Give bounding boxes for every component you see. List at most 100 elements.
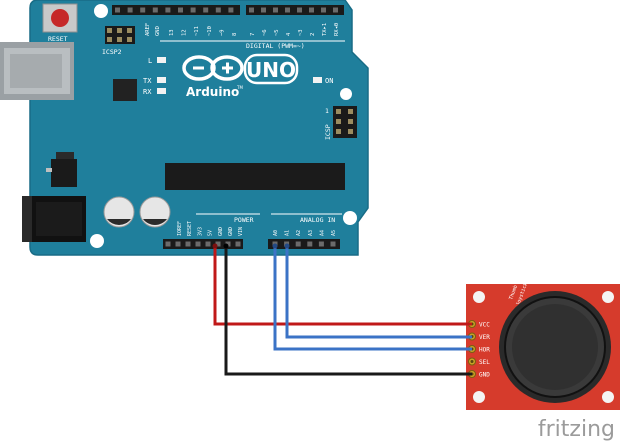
- header-pin: [205, 241, 211, 247]
- mounting-hole: [340, 88, 352, 100]
- capacitor: [103, 196, 135, 228]
- digital-pin-label: 12: [182, 29, 188, 36]
- header-pin: [140, 7, 146, 13]
- digital-header-left: [112, 5, 240, 15]
- header-pin: [295, 241, 301, 247]
- icsp2-header: [105, 26, 135, 44]
- header-pin: [115, 7, 120, 13]
- led-tx: [157, 77, 166, 83]
- digital-pin-label: ~10: [207, 26, 213, 36]
- fritzing-watermark: fritzing: [538, 417, 615, 441]
- header-pin: [321, 7, 326, 13]
- header-pin: [178, 7, 183, 13]
- mounting-hole: [90, 234, 104, 248]
- power-pin-label: 5V: [208, 230, 214, 236]
- led-l-label: L: [148, 57, 152, 65]
- joystick-pin-label: VCC: [479, 322, 490, 329]
- digital-pin-label: 8: [232, 33, 238, 36]
- header-pin: [185, 241, 191, 247]
- header-pin: [261, 7, 266, 13]
- header-pin: [318, 241, 324, 247]
- header-pin: [195, 241, 201, 247]
- power-pin-label: 3V3: [197, 227, 203, 236]
- led-rx: [157, 88, 166, 94]
- digital-pin-label: ~11: [194, 26, 200, 36]
- power-jack: [22, 196, 86, 242]
- header-pin: [273, 7, 278, 13]
- digital-label: DIGITAL (PWM=~): [246, 42, 305, 50]
- header-pin: [215, 7, 221, 13]
- header-pin: [175, 241, 181, 247]
- usb-connector: [0, 42, 74, 100]
- header-pin: [309, 7, 314, 13]
- digital-pin-label: RX◂0: [334, 23, 340, 36]
- wire-a1-to-ver: [285, 246, 472, 339]
- joystick-pin-label: GND: [479, 372, 490, 379]
- mounting-hole: [473, 291, 485, 303]
- digital-pin-label: ~3: [298, 29, 304, 36]
- analog-pin-label: A4: [319, 230, 325, 236]
- icsp-pin1-label: 1: [325, 107, 329, 115]
- led-tx-label: TX: [143, 77, 152, 85]
- atmega-chip: [165, 163, 345, 190]
- digital-pin-label: TX▸1: [322, 23, 328, 36]
- mounting-hole: [602, 291, 614, 303]
- capacitor: [139, 196, 171, 228]
- arduino-logo: [182, 53, 299, 85]
- icsp-header: [333, 106, 357, 138]
- analog-pin-label: A0: [273, 230, 279, 236]
- joystick-pin-label: VER: [479, 334, 490, 341]
- analog-pin-label: A2: [296, 230, 302, 236]
- power-pin-label: IOREF: [177, 221, 183, 236]
- joystick-pin-hole: [470, 360, 474, 363]
- led-l: [157, 57, 166, 63]
- header-pin: [307, 241, 313, 247]
- mounting-hole: [94, 4, 108, 18]
- analog-label: ANALOG IN: [300, 216, 335, 224]
- wire-a0-to-hor: [273, 246, 472, 351]
- power-pin-label: GND: [218, 227, 224, 236]
- header-pin: [228, 7, 234, 13]
- header-pin: [215, 241, 221, 247]
- digital-pin-label: ~5: [274, 29, 280, 36]
- header-pin: [333, 7, 338, 13]
- header-pin: [165, 241, 171, 247]
- voltage-regulator: [46, 152, 77, 187]
- wire-gnd-to-gnd: [224, 246, 472, 376]
- header-pin: [249, 7, 254, 13]
- digital-pin-label: 13: [169, 29, 175, 36]
- power-label: POWER: [234, 216, 254, 224]
- header-pin: [152, 7, 158, 13]
- analog-pin-label: A3: [308, 230, 314, 236]
- uno-label: UNO: [246, 58, 296, 82]
- reset-button[interactable]: [42, 3, 78, 33]
- tm-label: TM: [236, 85, 243, 90]
- digital-pin-label: 4: [286, 32, 292, 36]
- wires: [212, 243, 472, 376]
- power-header: [163, 239, 243, 249]
- digital-pin-label: ~6: [262, 29, 268, 36]
- digital-pin-label: 7: [250, 33, 256, 36]
- header-pin: [127, 7, 133, 13]
- icsp2-label: ICSP2: [102, 48, 122, 56]
- joystick-knob[interactable]: [499, 291, 611, 403]
- joystick-pin-label: HOR: [479, 347, 490, 354]
- aref-label: AREF: [145, 23, 151, 36]
- header-pin: [190, 7, 196, 13]
- gnd-label-top: GND: [155, 26, 161, 36]
- header-pin: [203, 7, 209, 13]
- board-outline: [29, 0, 369, 256]
- digital-header-right: [246, 5, 344, 15]
- mounting-hole: [343, 211, 357, 225]
- analog-pin-label: A1: [285, 230, 291, 236]
- joystick-title-line1: Thumb: [508, 284, 519, 300]
- power-pin-label: VIN: [238, 227, 244, 236]
- wire-5v-to-vcc: [213, 246, 472, 326]
- analog-pin-label: A5: [331, 230, 337, 236]
- header-pin: [297, 7, 302, 13]
- joystick-pin-label: SEL: [479, 359, 490, 366]
- usb-controller-chip: [113, 79, 137, 101]
